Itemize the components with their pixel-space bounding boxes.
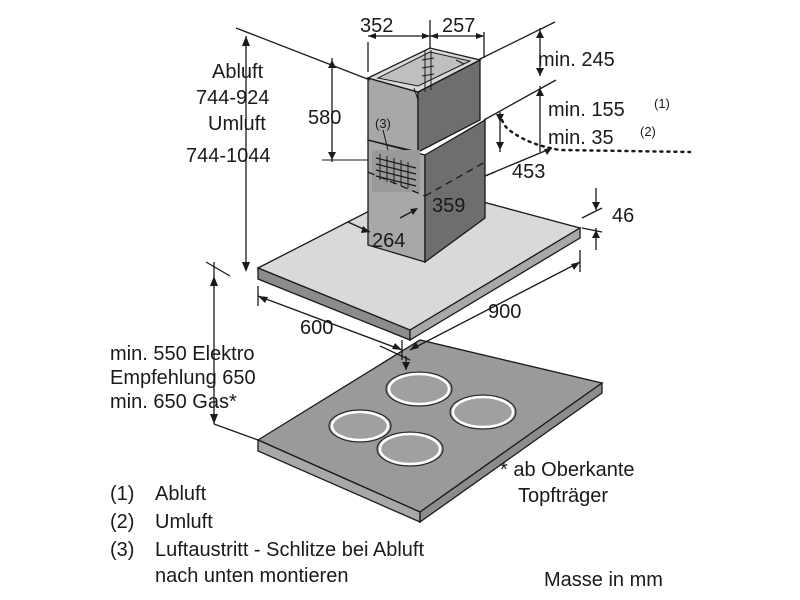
air-outlet-slots bbox=[372, 150, 420, 192]
footnote-line-1: * ab Oberkante bbox=[500, 459, 635, 481]
footnote-line-2: Topfträger bbox=[518, 485, 608, 507]
label-ref-2: (2) bbox=[640, 124, 656, 139]
burner-front bbox=[376, 431, 444, 467]
cooktop bbox=[256, 339, 604, 524]
legend-3-num: (3) bbox=[110, 539, 134, 561]
label-900: 900 bbox=[488, 301, 521, 323]
legend-1-text: Abluft bbox=[155, 483, 207, 505]
lower-chimney-right bbox=[424, 118, 486, 264]
cooktop-front-right bbox=[419, 381, 603, 524]
label-min-550-electric: min. 550 Elektro bbox=[110, 343, 255, 365]
label-min-155: min. 155 bbox=[548, 99, 625, 121]
label-chimney-width: 352 bbox=[360, 15, 393, 37]
burner-left bbox=[328, 409, 392, 443]
label-min-245: min. 245 bbox=[538, 49, 615, 71]
dimension-lines bbox=[205, 20, 692, 441]
label-600: 600 bbox=[300, 317, 333, 339]
label-abluft: Abluft bbox=[212, 61, 264, 83]
units-note: Masse in mm bbox=[544, 569, 663, 591]
burner-right bbox=[449, 394, 517, 430]
label-ref-1: (1) bbox=[654, 96, 670, 111]
diagram-labels: 352 257 min. 245 min. 155 (1) min. 35 (2… bbox=[110, 15, 670, 591]
burner-back bbox=[385, 371, 453, 407]
label-359: 359 bbox=[432, 195, 465, 217]
label-recommended-650: Empfehlung 650 bbox=[110, 367, 256, 389]
label-chimney-depth: 257 bbox=[442, 15, 475, 37]
legend-1-num: (1) bbox=[110, 483, 134, 505]
label-ref-3: (3) bbox=[375, 116, 391, 131]
legend-3-continuation: nach unten montieren bbox=[155, 565, 348, 587]
hood-chimney bbox=[366, 47, 486, 264]
label-chimney-height: 580 bbox=[308, 107, 341, 129]
legend-3-text: Luftaustritt - Schlitze bei Abluft bbox=[155, 539, 424, 561]
label-umluft: Umluft bbox=[208, 113, 266, 135]
canopy-front-right bbox=[409, 226, 581, 342]
legend-2-num: (2) bbox=[110, 511, 134, 533]
label-umluft-range: 744-1044 bbox=[186, 145, 271, 167]
label-abluft-range: 744-924 bbox=[196, 87, 269, 109]
label-46: 46 bbox=[612, 205, 634, 227]
label-453: 453 bbox=[512, 161, 545, 183]
label-264: 264 bbox=[372, 230, 405, 252]
label-min-35: min. 35 bbox=[548, 127, 614, 149]
label-min-650-gas: min. 650 Gas* bbox=[110, 391, 237, 413]
legend-2-text: Umluft bbox=[155, 511, 213, 533]
